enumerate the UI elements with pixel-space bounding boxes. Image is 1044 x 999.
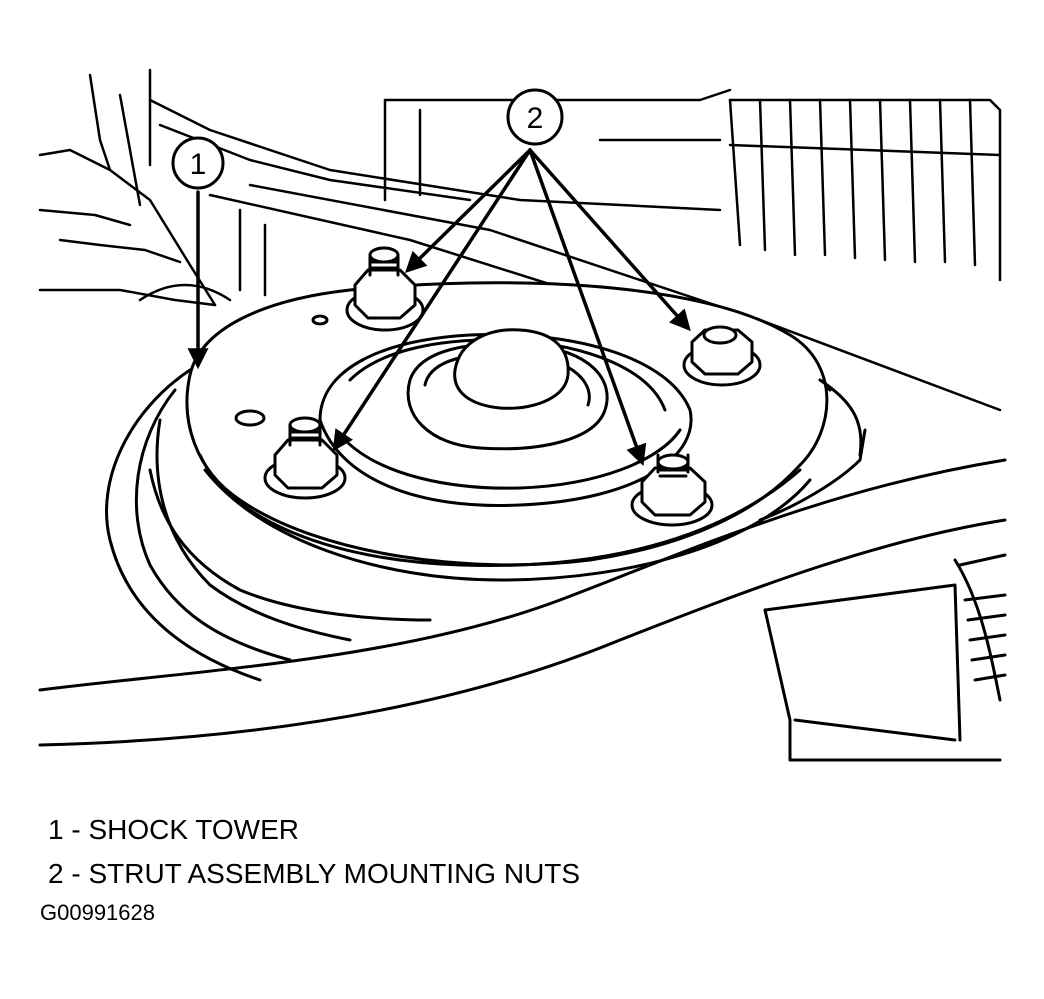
callout-2-label: 2 (527, 102, 544, 135)
mounting-nut-right (682, 325, 762, 387)
figure-id: G00991628 (40, 900, 155, 925)
callout-2-bubble: 2 (506, 88, 564, 146)
callout-1-label: 1 (190, 148, 207, 181)
mounting-nut-lower-left (263, 416, 347, 500)
legend-item-shock-tower: 1 - SHOCK TOWER (48, 814, 300, 845)
lower-right-component (763, 553, 1007, 762)
callout-2-leaders (332, 148, 691, 466)
legend-item-strut-mounting-nuts: 2 - STRUT ASSEMBLY MOUNTING NUTS (48, 858, 581, 889)
mounting-nut-upper-left (345, 246, 425, 332)
strut-mount-illustration: 1 2 (38, 68, 1007, 762)
background-grille (383, 88, 1002, 282)
engine-bay-background (38, 68, 1002, 412)
mounting-nut-lower-right (630, 453, 714, 527)
fender-edge (38, 378, 1007, 747)
callout-1-bubble: 1 (171, 136, 225, 190)
strut-bearing-cap (318, 328, 693, 508)
legend: 1 - SHOCK TOWER 2 - STRUT ASSEMBLY MOUNT… (48, 808, 580, 896)
